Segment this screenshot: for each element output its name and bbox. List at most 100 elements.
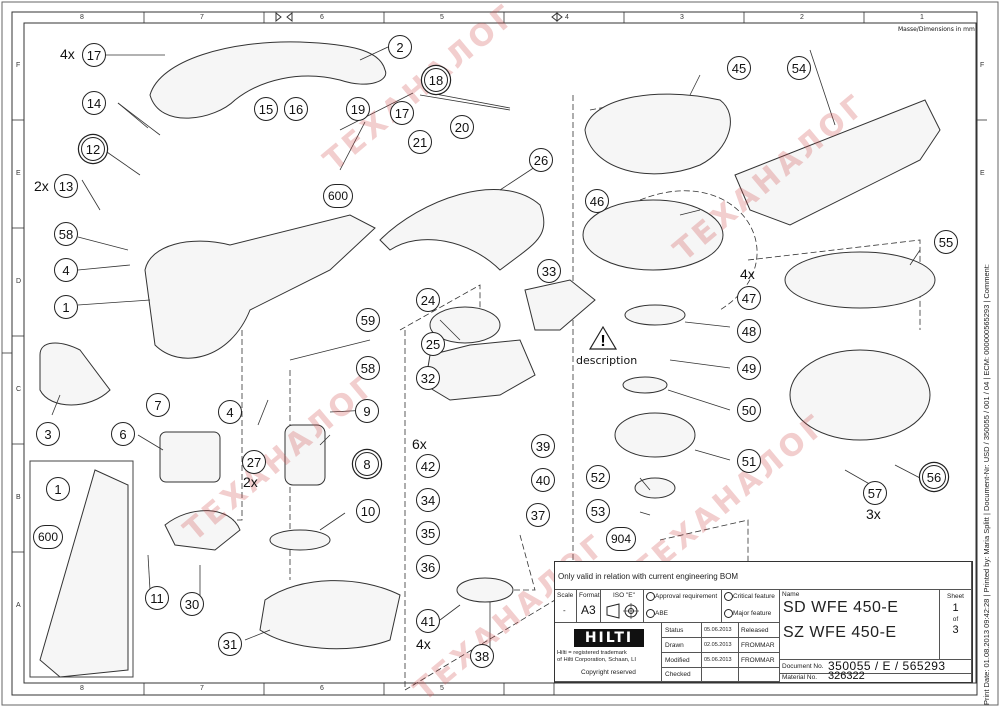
callout-2[interactable]: 2	[388, 35, 412, 59]
callout-17[interactable]: 17	[82, 43, 106, 67]
zone-col-7: 7	[200, 14, 204, 21]
trademark-line1: Hilti = registered trademark	[557, 650, 627, 656]
sheet-label: Sheet	[947, 593, 964, 600]
dimension-note: Masse/Dimensions in mm	[898, 26, 975, 33]
zone-col-2: 2	[800, 14, 804, 21]
material-no-label: Material No.	[782, 674, 818, 681]
zone-row-d: D	[16, 278, 22, 285]
drawn-value: FROMMAR	[739, 638, 780, 653]
callout-47[interactable]: 47	[737, 286, 761, 310]
approval-requirement: Approval requirement	[646, 592, 717, 601]
callout-10[interactable]: 10	[356, 499, 380, 523]
callout-27[interactable]: 27	[242, 450, 266, 474]
name-line2: SZ WFE 450-E	[783, 624, 897, 641]
callout-21[interactable]: 21	[408, 130, 432, 154]
format-value: A3	[581, 603, 596, 617]
checked-label: Checked	[662, 668, 702, 682]
callout-51[interactable]: 51	[737, 449, 761, 473]
callout-33[interactable]: 33	[537, 259, 561, 283]
callout-13[interactable]: 13	[54, 174, 78, 198]
drawn-date: 02.05.2013	[702, 638, 739, 653]
warning-icon: !	[588, 325, 618, 350]
callout-multiplier: 2x	[243, 474, 258, 490]
callout-58[interactable]: 58	[54, 222, 78, 246]
zone-col-7-bottom: 7	[200, 685, 204, 692]
callout-11[interactable]: 11	[145, 586, 169, 610]
callout-6[interactable]: 6	[111, 422, 135, 446]
abe: ABE	[646, 609, 668, 618]
callout-37[interactable]: 37	[526, 503, 550, 527]
zone-col-8: 8	[80, 14, 84, 21]
callout-1b[interactable]: 1	[46, 477, 70, 501]
callout-9[interactable]: 9	[355, 399, 379, 423]
callout-26[interactable]: 26	[529, 148, 553, 172]
callout-25[interactable]: 25	[421, 332, 445, 356]
zone-row-f: F	[16, 62, 21, 69]
callout-41[interactable]: 41	[416, 609, 440, 633]
abe-radio	[646, 609, 655, 618]
feature-cell: Critical feature Major feature	[722, 590, 780, 623]
callout-4b[interactable]: 4	[218, 400, 242, 424]
sheet-number: 1	[952, 602, 959, 614]
zone-col-6-bottom: 6	[320, 685, 324, 692]
callout-17b[interactable]: 17	[390, 101, 414, 125]
zone-row-e: E	[16, 170, 21, 177]
scale-cell: Scale -	[555, 590, 577, 623]
drawn-label: Drawn	[662, 638, 702, 653]
callout-34[interactable]: 34	[416, 488, 440, 512]
callout-39[interactable]: 39	[531, 434, 555, 458]
callout-58b[interactable]: 58	[356, 356, 380, 380]
callout-8[interactable]: 8	[355, 452, 379, 476]
callout-1[interactable]: 1	[54, 295, 78, 319]
callout-46[interactable]: 46	[585, 189, 609, 213]
callout-20[interactable]: 20	[450, 115, 474, 139]
name-line1: SD WFE 450-E	[783, 599, 899, 616]
title-block: Only valid in relation with current engi…	[554, 561, 973, 683]
callout-24[interactable]: 24	[416, 288, 440, 312]
callout-904[interactable]: 904	[606, 527, 636, 551]
callout-19[interactable]: 19	[346, 97, 370, 121]
callout-57[interactable]: 57	[863, 481, 887, 505]
callout-56[interactable]: 56	[922, 465, 946, 489]
callout-53[interactable]: 53	[586, 499, 610, 523]
hilti-logo: HILTI	[574, 629, 644, 647]
callout-49[interactable]: 49	[737, 356, 761, 380]
callout-30[interactable]: 30	[180, 592, 204, 616]
callout-3[interactable]: 3	[36, 422, 60, 446]
callout-36[interactable]: 36	[416, 555, 440, 579]
callout-50[interactable]: 50	[737, 398, 761, 422]
callout-38[interactable]: 38	[470, 644, 494, 668]
callout-54[interactable]: 54	[787, 56, 811, 80]
zone-col-4: 4	[565, 14, 569, 21]
sheet-total: 3	[952, 624, 959, 636]
callout-12[interactable]: 12	[81, 137, 105, 161]
callout-31[interactable]: 31	[218, 632, 242, 656]
callout-32[interactable]: 32	[416, 366, 440, 390]
critical-feature: Critical feature	[724, 592, 775, 601]
critical-feature-radio	[724, 592, 733, 601]
callout-7[interactable]: 7	[146, 393, 170, 417]
callout-42[interactable]: 42	[416, 454, 440, 478]
document-no-cell: Document No. 350055 / E / 565293	[780, 659, 972, 674]
callout-55[interactable]: 55	[934, 230, 958, 254]
callout-18[interactable]: 18	[424, 68, 448, 92]
zone-row-f-right: F	[980, 62, 985, 69]
callout-600b[interactable]: 600	[33, 525, 63, 549]
callout-15[interactable]: 15	[254, 97, 278, 121]
callout-16[interactable]: 16	[284, 97, 308, 121]
callout-600[interactable]: 600	[323, 184, 353, 208]
callout-40[interactable]: 40	[531, 468, 555, 492]
major-feature-label: Major feature	[733, 610, 772, 618]
callout-35[interactable]: 35	[416, 521, 440, 545]
print-info: Print Date: 01.08.2013 09:42:28 | Printe…	[982, 264, 991, 705]
zone-col-6: 6	[320, 14, 324, 21]
callout-45[interactable]: 45	[727, 56, 751, 80]
callout-4[interactable]: 4	[54, 258, 78, 282]
callout-48[interactable]: 48	[737, 319, 761, 343]
checked-date	[702, 668, 739, 682]
callout-14[interactable]: 14	[82, 91, 106, 115]
callout-multiplier: 6x	[412, 436, 427, 452]
callout-52[interactable]: 52	[586, 465, 610, 489]
callout-59[interactable]: 59	[356, 308, 380, 332]
